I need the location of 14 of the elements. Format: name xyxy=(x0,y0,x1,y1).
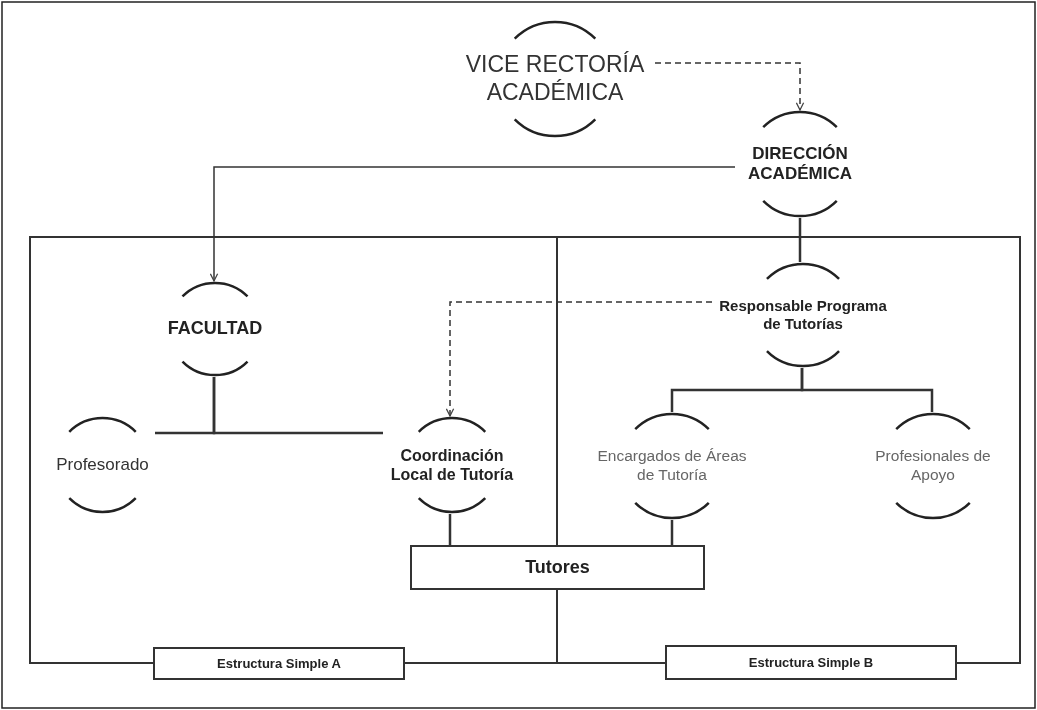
node-label: Estructura Simple B xyxy=(748,654,874,671)
connector-line xyxy=(212,377,383,435)
arrow xyxy=(209,166,736,282)
connector-line xyxy=(798,218,802,262)
dashed-arrow xyxy=(654,62,805,111)
node-label: Tutores xyxy=(525,556,590,579)
label-box xyxy=(153,647,405,680)
dashed-arrow xyxy=(445,301,713,417)
connector-line xyxy=(670,520,674,545)
connector-line xyxy=(800,368,934,412)
connector-line xyxy=(448,514,452,545)
label-box xyxy=(410,545,705,590)
label-box xyxy=(665,645,957,680)
node-label: Estructura Simple A xyxy=(217,655,341,672)
